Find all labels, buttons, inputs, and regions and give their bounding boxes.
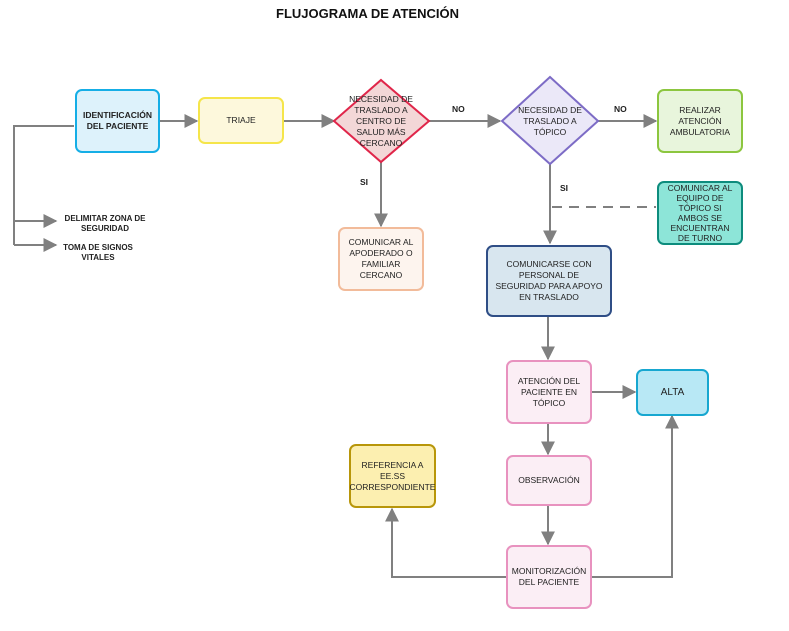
side-item-delimitar: DELIMITAR ZONA DE SEGURIDAD: [64, 214, 146, 233]
node-atencion-topico: ATENCIÓN DEL PACIENTE EN TÓPICO: [506, 360, 592, 424]
node-monitorizacion: MONITORIZACIÓN DEL PACIENTE: [506, 545, 592, 609]
edge-side-bracket: [13, 125, 74, 245]
decision1-diamond: [332, 78, 431, 164]
node-comunicar-apoderado: COMUNICAR AL APODERADO O FAMILIAR CERCAN…: [338, 227, 424, 291]
node-identificacion: IDENTIFICACIÓN DEL PACIENTE: [75, 89, 160, 153]
node-realizar: REALIZAR ATENCIÓN AMBULATORIA: [657, 89, 743, 153]
node-decision2-text: NECESIDAD DE TRASLADO A TÓPICO: [518, 104, 582, 137]
edge-monitorizacion-alta: [591, 414, 679, 578]
node-referencia: REFERENCIA A EE.SS CORRESPONDIENTE: [349, 444, 436, 508]
node-comunicar-equipo: COMUNICAR AL EQUIPO DE TÓPICO SI AMBOS S…: [657, 181, 743, 245]
node-decision1-text: NECESIDAD DE TRASLADO A CENTRO DE SALUD …: [349, 93, 413, 148]
edge-label-si-2: SI: [560, 183, 569, 193]
page-title: FLUJOGRAMA DE ATENCIÓN: [276, 6, 459, 21]
node-observacion: OBSERVACIÓN: [506, 455, 592, 506]
edge-monitorizacion-referencia: [385, 507, 507, 578]
decision2-diamond: [500, 75, 600, 166]
node-comunicarse-seguridad: COMUNICARSE CON PERSONAL DE SEGURIDAD PA…: [486, 245, 612, 317]
edge-label-no-2: NO: [614, 104, 627, 114]
side-item-signos: TOMA DE SIGNOS VITALES: [63, 243, 133, 262]
edge-label-si-1: SI: [360, 177, 369, 187]
node-triaje: TRIAJE: [198, 97, 284, 144]
node-alta: ALTA: [636, 369, 709, 416]
edge-label-no-1: NO: [452, 104, 465, 114]
